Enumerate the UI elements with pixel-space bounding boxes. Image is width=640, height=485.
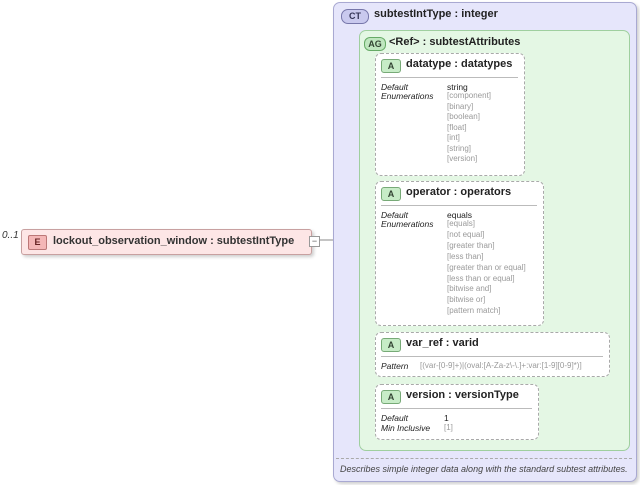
- element-badge-icon: E: [28, 235, 47, 250]
- enumeration-item: [bitwise and]: [447, 284, 492, 294]
- enumerations-label: Enumerations: [381, 91, 434, 101]
- enumeration-item: [version]: [447, 154, 478, 163]
- min-inclusive-label: Min Inclusive: [381, 423, 431, 433]
- default-value: equals: [447, 210, 473, 220]
- divider: [381, 408, 532, 409]
- element-node[interactable]: E lockout_observation_window : subtestIn…: [21, 229, 312, 255]
- attribute-datatype-label: datatype : datatypes: [406, 58, 513, 70]
- attribute-badge-icon: A: [381, 187, 401, 201]
- enumeration-item: [greater than]: [447, 240, 495, 250]
- element-label: lockout_observation_window : subtestIntT…: [53, 235, 295, 247]
- attribute-badge-icon: A: [381, 59, 401, 73]
- enumeration-item: [binary]: [447, 101, 474, 111]
- enumeration-item: [bitwise or]: [447, 295, 486, 305]
- attribute-badge-icon: A: [381, 338, 401, 352]
- default-label: Default: [381, 210, 408, 220]
- enumeration-item: [less than or equal]: [447, 273, 515, 283]
- enumeration-item: [float]: [447, 122, 467, 132]
- divider: [381, 77, 518, 78]
- complex-type-documentation: Describes simple integer data along with…: [340, 464, 628, 474]
- enumeration-item: [greater than or equal]: [447, 262, 526, 272]
- enumeration-item: [int]: [447, 133, 460, 142]
- divider: [381, 356, 603, 357]
- collapse-toggle-icon[interactable]: −: [309, 236, 320, 247]
- enumeration-item: [boolean]: [447, 112, 480, 121]
- enumeration-item: [pattern match]: [447, 306, 501, 316]
- enumeration-item: [equals]: [447, 219, 476, 228]
- documentation-divider: [336, 458, 632, 459]
- enumeration-item: [not equal]: [447, 229, 485, 239]
- attribute-version-label: version : versionType: [406, 389, 519, 401]
- complex-type-badge-icon: CT: [341, 9, 369, 24]
- complex-type-label: subtestIntType : integer: [374, 8, 498, 20]
- pattern-value: [(var-[0-9]+)|(oval:[A-Za-z\-\.]+:var:[1…: [420, 361, 582, 370]
- default-label: Default: [381, 82, 408, 92]
- enumeration-item: [string]: [447, 143, 472, 153]
- attribute-operator-label: operator : operators: [406, 186, 512, 198]
- default-value: 1: [444, 413, 449, 423]
- attribute-var-ref-label: var_ref : varid: [406, 337, 479, 349]
- enumerations-label: Enumerations: [381, 219, 434, 229]
- divider: [381, 205, 537, 206]
- attribute-datatype[interactable]: A datatype : datatypes Default string En…: [375, 53, 525, 176]
- attribute-var-ref[interactable]: A var_ref : varid Pattern [(var-[0-9]+)|…: [375, 332, 610, 377]
- attribute-group-badge-icon: AG: [364, 37, 386, 51]
- attribute-group-label: <Ref> : subtestAttributes: [389, 36, 521, 48]
- min-inclusive-value: [1]: [444, 423, 453, 432]
- attribute-badge-icon: A: [381, 390, 401, 404]
- attribute-operator[interactable]: A operator : operators Default equals En…: [375, 181, 544, 326]
- enumeration-item: [component]: [447, 91, 492, 100]
- default-value: string: [447, 82, 468, 92]
- pattern-label: Pattern: [381, 361, 409, 371]
- default-label: Default: [381, 413, 408, 423]
- enumeration-item: [less than]: [447, 251, 484, 261]
- element-multiplicity: 0..1: [2, 230, 19, 241]
- attribute-version[interactable]: A version : versionType Default 1 Min In…: [375, 384, 539, 440]
